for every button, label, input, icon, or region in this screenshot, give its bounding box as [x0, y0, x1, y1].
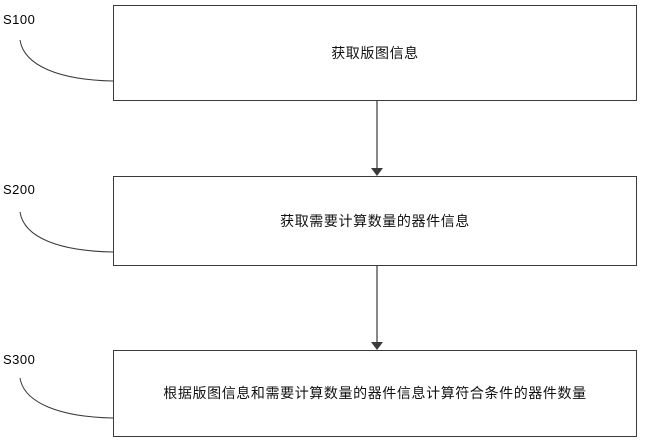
arrowhead-s100-s200 [371, 168, 383, 176]
process-box-s300: 根据版图信息和需要计算数量的器件信息计算符合条件的器件数量 [113, 350, 637, 437]
step-tag-s200: S200 [3, 182, 36, 197]
leader-line-s300 [19, 377, 114, 419]
process-box-label-s200: 获取需要计算数量的器件信息 [280, 212, 470, 229]
leader-line-s100 [19, 39, 114, 82]
step-tag-s100: S100 [3, 12, 36, 27]
process-box-label-s100: 获取版图信息 [331, 44, 419, 61]
process-box-s100: 获取版图信息 [113, 5, 637, 101]
leader-line-s200 [19, 211, 114, 253]
process-box-s200: 获取需要计算数量的器件信息 [113, 176, 637, 266]
process-box-label-s300: 根据版图信息和需要计算数量的器件信息计算符合条件的器件数量 [163, 385, 587, 402]
step-tag-s300: S300 [3, 352, 36, 367]
arrowhead-s200-s300 [371, 342, 383, 350]
